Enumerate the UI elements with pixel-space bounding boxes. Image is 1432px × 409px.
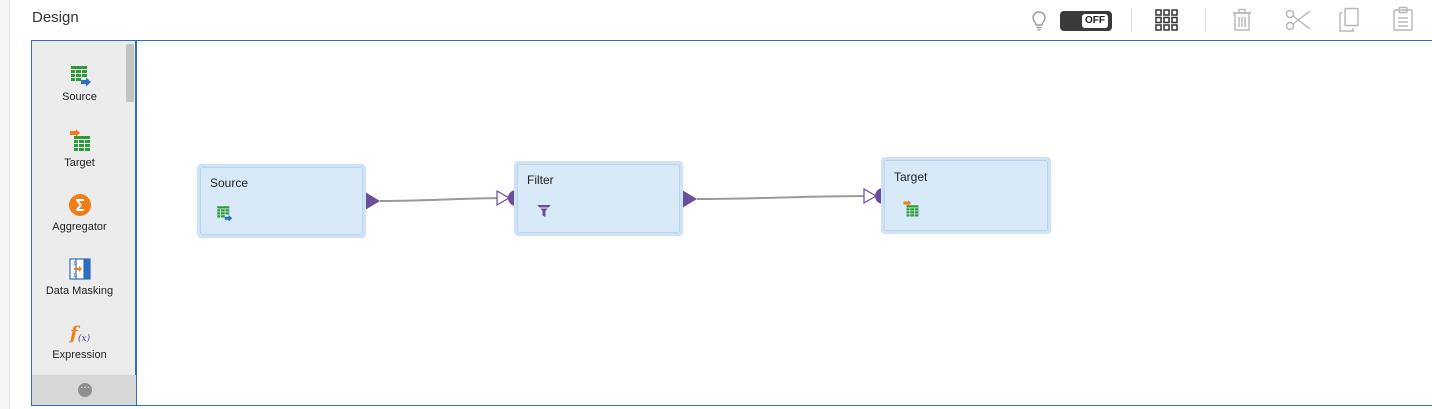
- node-target[interactable]: Target: [881, 157, 1051, 234]
- left-gutter: [0, 0, 10, 409]
- source-table-icon: [70, 66, 91, 87]
- palette-more-button[interactable]: ···: [32, 375, 136, 405]
- transformation-palette: Source Target Aggregator 1 1: [32, 41, 137, 405]
- more-icon: ···: [78, 383, 92, 397]
- palette-item-source[interactable]: Source: [32, 63, 127, 103]
- palette-item-label: Aggregator: [52, 221, 107, 233]
- svg-text:1: 1: [73, 273, 76, 279]
- paste-icon[interactable]: [1392, 6, 1414, 32]
- palette-item-data-masking[interactable]: 1 1 Data Masking: [32, 257, 127, 297]
- node-title: Target: [894, 170, 928, 184]
- node-title: Source: [210, 176, 249, 190]
- svg-text:1: 1: [73, 261, 76, 267]
- copy-icon[interactable]: [1338, 7, 1360, 33]
- node-source[interactable]: Source: [197, 164, 366, 238]
- svg-text:(x): (x): [78, 333, 91, 344]
- toggle-switch[interactable]: OFF: [1060, 11, 1112, 31]
- scissors-icon[interactable]: [1285, 8, 1311, 32]
- palette-item-label: Expression: [52, 349, 107, 361]
- funnel-icon: [537, 205, 551, 217]
- lightbulb-icon[interactable]: [1031, 11, 1047, 31]
- page-title: Design: [32, 9, 79, 26]
- node-body: [884, 160, 1048, 231]
- node-body: [517, 164, 680, 233]
- node-body: [200, 167, 363, 235]
- palette-item-target[interactable]: Target: [32, 129, 127, 169]
- palette-item-aggregator[interactable]: Aggregator: [32, 193, 127, 233]
- grid-icon[interactable]: [1155, 9, 1179, 31]
- palette-item-expression[interactable]: f (x) Expression: [32, 321, 127, 361]
- toggle-knob: [1063, 14, 1081, 28]
- function-icon: f (x): [68, 323, 91, 344]
- toolbar-divider: [1131, 8, 1132, 32]
- design-header: Design: [10, 0, 1432, 40]
- data-masking-icon: 1 1: [68, 258, 91, 280]
- design-frame: [31, 40, 1432, 406]
- sigma-icon: [68, 194, 91, 216]
- source-table-icon: [217, 206, 233, 222]
- node-filter[interactable]: Filter: [514, 161, 683, 236]
- toggle-label: OFF: [1082, 14, 1108, 28]
- palette-scrollbar[interactable]: [126, 44, 134, 102]
- palette-item-label: Source: [62, 91, 97, 103]
- trash-icon[interactable]: [1232, 8, 1252, 32]
- node-title: Filter: [527, 173, 554, 187]
- target-table-icon: [69, 129, 90, 151]
- palette-item-label: Data Masking: [45, 285, 114, 297]
- target-table-icon: [903, 200, 919, 217]
- toolbar-divider-2: [1205, 8, 1206, 32]
- palette-item-label: Target: [64, 157, 95, 169]
